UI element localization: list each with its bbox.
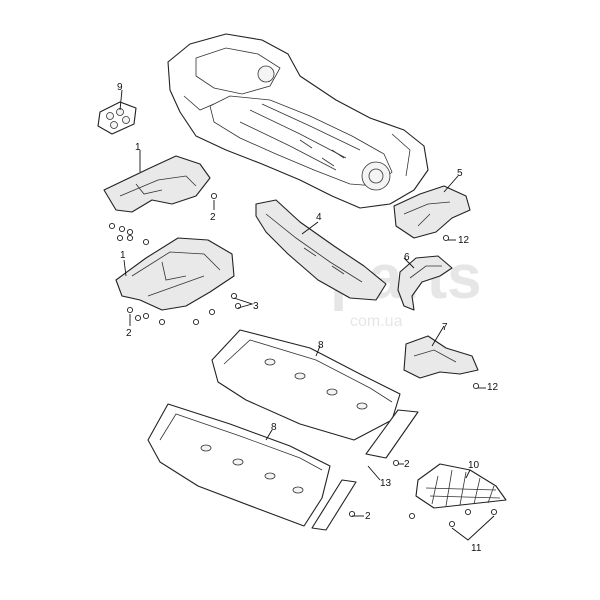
part-13-trim-strips	[311, 409, 419, 531]
leader-lines	[119, 89, 495, 541]
part-4-center-panel	[255, 199, 387, 301]
callout-11: 11	[471, 543, 482, 554]
part-9-grille-insert	[97, 101, 137, 135]
callout-2-bottom: 2	[365, 511, 371, 522]
callout-10: 10	[468, 460, 480, 471]
callout-5: 5	[457, 168, 463, 179]
vehicle-underbody	[167, 33, 429, 209]
callout-13: 13	[380, 478, 392, 489]
callout-4: 4	[316, 212, 322, 223]
callout-2-lower: 2	[126, 328, 132, 339]
callout-1-lower: 1	[120, 250, 126, 261]
part-5-heat-shield	[393, 185, 471, 239]
callout-12-lower: 12	[487, 382, 499, 393]
callout-9: 9	[117, 82, 123, 93]
fasteners	[108, 192, 498, 528]
callout-7: 7	[442, 322, 448, 333]
callout-2-upper: 2	[210, 212, 216, 223]
part-8-sill-cover-upper	[211, 329, 401, 441]
callout-8-lower: 8	[271, 422, 277, 433]
part-7-rear-shield	[403, 335, 479, 379]
part-1-undertray-lower	[115, 237, 235, 311]
callout-8-upper: 8	[318, 340, 324, 351]
part-8-sill-cover-lower	[147, 403, 331, 527]
watermark-domain: com.ua	[350, 313, 403, 330]
part-10-mesh-guard	[415, 463, 507, 509]
callout-1-upper: 1	[135, 142, 141, 153]
callout-2-right: 2	[404, 459, 410, 470]
part-6-arch-liner	[397, 255, 453, 311]
callouts: 9 1 1 2 2 3 4 5 12 6 7 12 8 8 2 10 13 2 …	[117, 82, 499, 554]
part-1-undertray-upper	[103, 155, 211, 213]
callout-12-upper: 12	[458, 235, 470, 246]
callout-3: 3	[253, 301, 259, 312]
callout-6: 6	[404, 252, 410, 263]
